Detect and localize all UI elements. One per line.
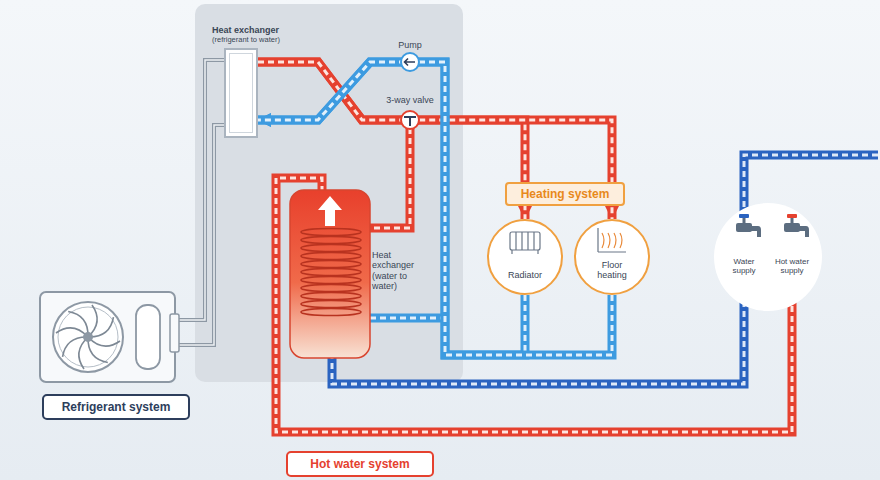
refrigerant-line: [175, 60, 224, 320]
heading-group: Heat exchanger(refrigerant to water): [212, 25, 280, 44]
refrigerant-line: [175, 60, 224, 345]
node-text: Hot water supply: [770, 257, 814, 275]
refrigerant-line: [175, 60, 224, 320]
terminal-circle: Floor heating: [574, 219, 650, 295]
hot-water-tank: [318, 196, 342, 226]
heating-terminal-circle: [488, 220, 562, 294]
node-text: Floor heating: [586, 261, 638, 281]
hot-faucet: [787, 214, 797, 218]
cold-faucet: [736, 223, 752, 232]
coil-winding: [301, 285, 361, 292]
coil-return-pipe: [360, 318, 445, 319]
node-text: Heat exchanger: [212, 25, 280, 35]
water-outlet-circle: [714, 203, 822, 311]
pump-symbol: [401, 53, 419, 71]
valve-symbol: [401, 111, 419, 129]
system-tag: Refrigerant system: [42, 394, 190, 420]
hot-water-pipe: [276, 178, 792, 432]
hot-water-pipe: [276, 178, 792, 432]
coil-winding: [301, 293, 361, 300]
part-label: Pump: [398, 40, 422, 50]
refrigerant-line: [175, 125, 224, 345]
pipe-connector: [258, 62, 525, 219]
pipe-inner: [258, 62, 612, 355]
outdoor-unit: [136, 305, 160, 369]
outdoor-unit: [83, 332, 93, 342]
hot-faucet: [784, 214, 809, 237]
node-text: Heating system: [521, 187, 610, 201]
coil-winding: [301, 229, 361, 236]
valve-symbol: [404, 117, 416, 126]
part-label: Heat exchanger (water to water): [372, 250, 434, 291]
pipe-outer: [258, 62, 612, 355]
cold-faucet: [750, 226, 761, 237]
hot-water-tank: [290, 190, 370, 358]
node-text: Refrigerant system: [54, 400, 178, 414]
coil-winding: [301, 261, 361, 268]
outdoor-unit: [40, 292, 179, 382]
node-text: Water supply: [722, 257, 766, 275]
pipe-connector: [258, 62, 612, 355]
node-text: (refrigerant to water): [212, 35, 280, 44]
terminal-circle: Radiator: [487, 219, 563, 295]
system-group-box: Heating system: [505, 182, 626, 206]
coil-winding: [301, 245, 361, 252]
radiator-icon: [512, 250, 538, 254]
system-tag: Hot water system: [286, 451, 434, 477]
cold-faucet: [743, 218, 746, 223]
cold-faucet: [736, 214, 761, 237]
heating-terminal-circle: [488, 220, 649, 294]
coil-return-pipe: [360, 314, 445, 323]
coil-winding: [301, 269, 361, 276]
outdoor-unit: [58, 307, 118, 367]
coil-winding: [301, 253, 361, 260]
coil-winding: [301, 237, 361, 244]
hot-faucet: [798, 226, 809, 237]
outlet-circle: Water supplyHot water supply: [714, 203, 822, 311]
radiator-icon: [510, 232, 540, 254]
heat-exchanger-box: Heat exchanger(refrigerant to water): [224, 48, 258, 138]
hot-faucet: [784, 223, 800, 232]
floor-heating-icon: [598, 228, 626, 252]
pipe-inner: [258, 62, 525, 355]
part-label: 3-way valve: [386, 95, 434, 105]
pipe-inner: [258, 62, 612, 219]
refrigerant-line: [175, 125, 224, 345]
valve-symbol: [401, 111, 419, 129]
hot-faucet: [791, 218, 794, 223]
radiator-icon: [516, 232, 534, 250]
coil-winding: [301, 301, 361, 308]
pipe-connector: [258, 62, 612, 219]
pipe-connector: [258, 62, 525, 355]
coil-winding: [301, 229, 361, 316]
pipe-outer: [258, 62, 525, 219]
pump-symbol: [401, 53, 419, 71]
floor-heating-icon: [598, 228, 626, 252]
coil-return-pipe: [360, 317, 445, 320]
radiator-icon: [510, 232, 540, 250]
heating-terminal-circle: [575, 220, 649, 294]
pipe-inner: [258, 62, 525, 219]
pipe-outer: [258, 62, 612, 219]
cold-faucet: [739, 214, 749, 218]
outdoor-unit: [170, 314, 179, 352]
pump-symbol: [405, 59, 416, 66]
outdoor-unit: [53, 302, 123, 372]
node-text: Radiator: [508, 271, 542, 281]
hot-water-pipe: [276, 178, 792, 432]
outdoor-unit: [40, 292, 175, 382]
coil-winding: [301, 309, 361, 316]
pipe-outer: [258, 62, 525, 355]
hot-water-tank: [290, 190, 370, 358]
coil-winding: [301, 277, 361, 284]
floor-heating-icon: [602, 233, 622, 248]
node-text: Hot water system: [298, 457, 422, 471]
